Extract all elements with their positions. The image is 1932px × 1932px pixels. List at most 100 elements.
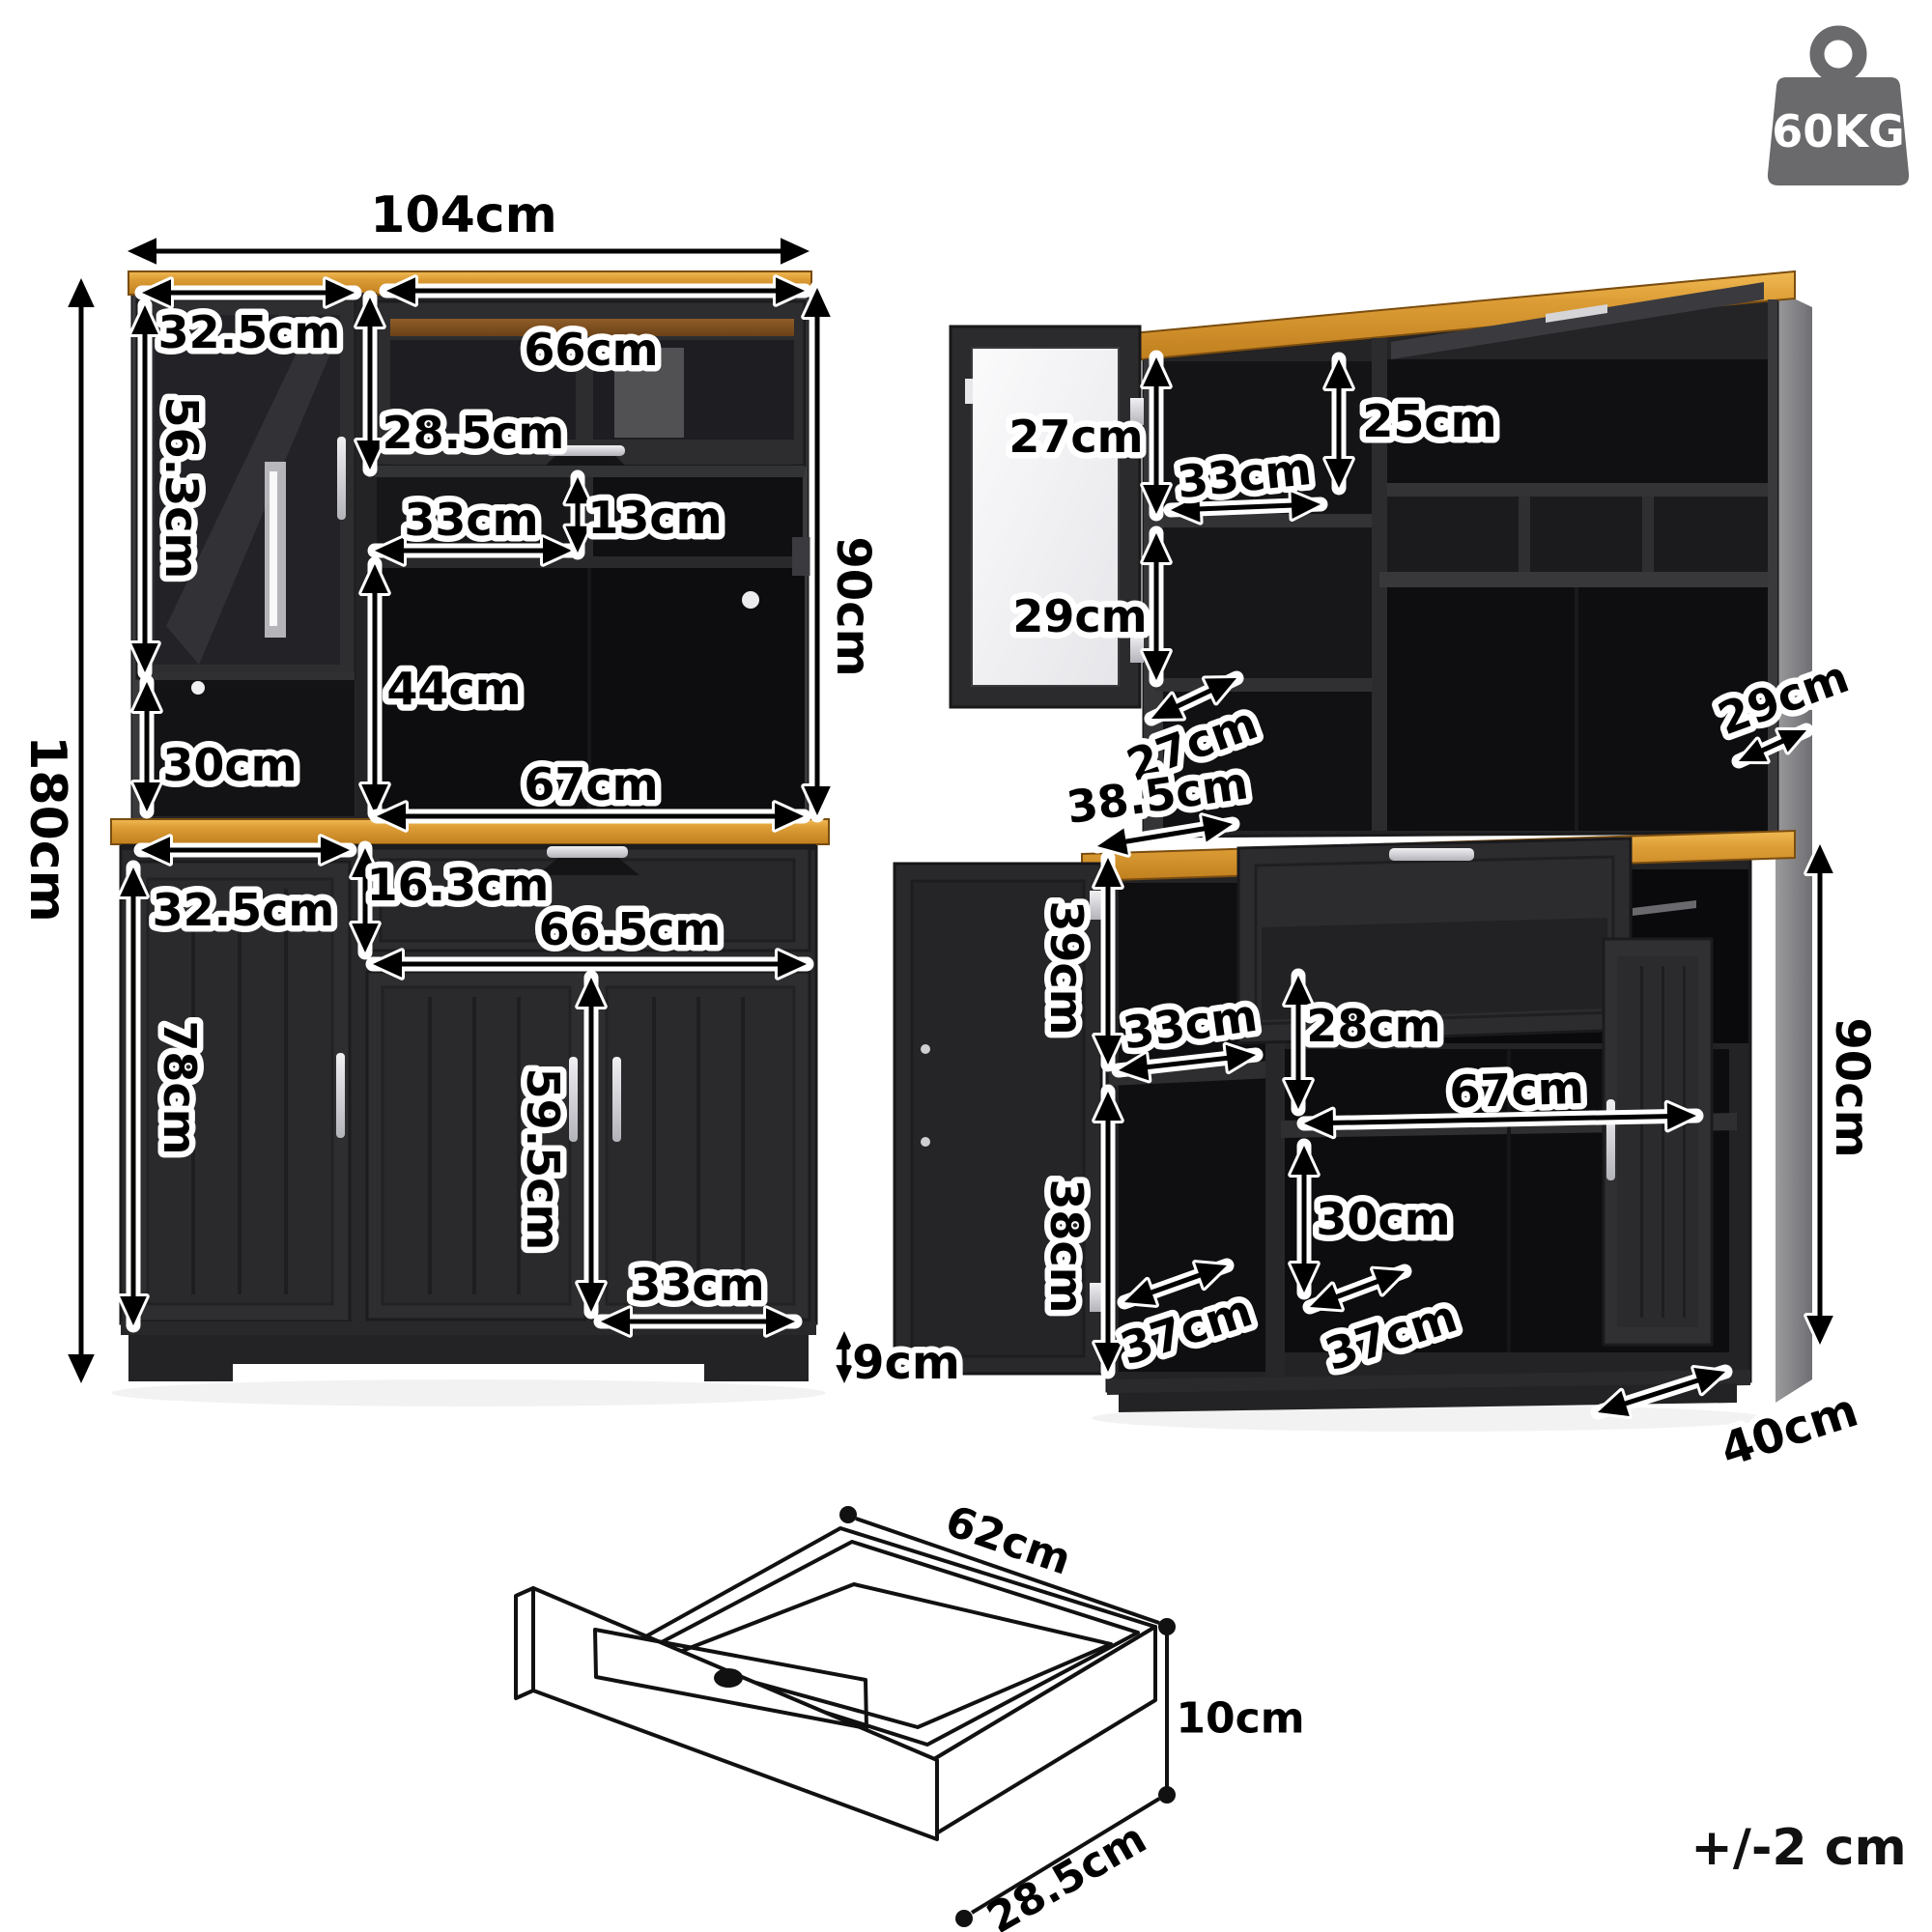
svg-text:66.5cm: 66.5cm — [539, 903, 722, 955]
svg-text:90cm: 90cm — [826, 536, 880, 676]
svg-text:39cm: 39cm — [1040, 900, 1093, 1035]
dimension-annotations: 104cm104cm180cm180cm90cm90cm32.5cm32.5cm… — [12, 181, 1886, 1932]
svg-text:32.5cm: 32.5cm — [153, 884, 335, 936]
hinge — [1090, 891, 1103, 920]
hutch-open-space — [375, 537, 811, 817]
hinge — [1130, 636, 1144, 663]
weight-icon — [1809, 25, 1867, 83]
drawer-front-recess — [593, 1628, 868, 1730]
svg-text:28.5cm: 28.5cm — [383, 407, 565, 459]
open-base-plinth — [1107, 1370, 1750, 1412]
flip-door-handle — [546, 445, 625, 456]
svg-text:78cm: 78cm — [154, 1020, 206, 1154]
svg-text:67cm: 67cm — [524, 758, 658, 810]
svg-text:25cm: 25cm — [1362, 395, 1496, 447]
door-handle — [569, 1057, 578, 1142]
svg-text:180cm: 180cm — [18, 735, 76, 923]
microwave-silhouette — [614, 348, 684, 438]
svg-text:30cm: 30cm — [162, 739, 297, 791]
svg-text:9cm: 9cm — [852, 1336, 960, 1390]
glass-display-door — [135, 298, 357, 680]
svg-text:29cm: 29cm — [1012, 590, 1147, 642]
svg-text:16.3cm: 16.3cm — [367, 859, 550, 911]
door-handle — [612, 1057, 621, 1142]
svg-text:32.5cm: 32.5cm — [153, 884, 335, 936]
door-handle — [337, 437, 346, 520]
svg-text:29cm: 29cm — [1012, 590, 1147, 642]
svg-text:28cm: 28cm — [1306, 1000, 1440, 1052]
svg-text:30cm: 30cm — [1316, 1193, 1450, 1245]
svg-text:9cm: 9cm — [852, 1336, 960, 1390]
front-view-illustration — [110, 270, 830, 1406]
svg-text:25cm: 25cm — [1362, 395, 1496, 447]
drawer-knob — [714, 1668, 743, 1688]
svg-text:28.5cm: 28.5cm — [980, 1814, 1155, 1932]
led-light-dot — [191, 681, 205, 695]
cord-hole — [742, 591, 759, 609]
base-left-door — [128, 860, 352, 1323]
drawer-floor — [663, 1582, 1113, 1729]
svg-text:28cm: 28cm — [1306, 1000, 1440, 1052]
svg-text:39cm: 39cm — [1040, 900, 1093, 1035]
svg-text:27cm: 27cm — [1009, 411, 1143, 463]
weight-icon-body — [1767, 77, 1910, 185]
svg-text:13cm: 13cm — [587, 492, 722, 544]
hinge — [1130, 398, 1144, 425]
dim-drawer-inner-depth: 28.5cm — [955, 1797, 1161, 1932]
door-handle — [336, 1053, 345, 1138]
svg-text:33cm: 33cm — [404, 494, 538, 546]
svg-text:44cm: 44cm — [386, 663, 521, 715]
svg-text:78cm: 78cm — [154, 1020, 206, 1154]
svg-text:38cm: 38cm — [1040, 1179, 1093, 1313]
pull-out-shelf — [1155, 678, 1383, 692]
svg-text:32.5cm: 32.5cm — [158, 306, 341, 358]
svg-text:180cm: 180cm — [18, 735, 76, 923]
weight-capacity-label: 60KG — [1772, 105, 1904, 157]
svg-text:59.5cm: 59.5cm — [517, 1068, 569, 1251]
svg-text:13cm: 13cm — [587, 492, 722, 544]
svg-text:67cm: 67cm — [524, 758, 658, 810]
svg-text:27cm: 27cm — [1009, 411, 1143, 463]
open-glass-door — [949, 325, 1144, 709]
svg-text:30cm: 30cm — [162, 739, 297, 791]
svg-text:33cm: 33cm — [630, 1259, 764, 1311]
svg-text:90cm: 90cm — [826, 536, 880, 676]
svg-text:66.5cm: 66.5cm — [539, 903, 722, 955]
svg-text:90cm: 90cm — [1825, 1017, 1879, 1157]
hinge — [1090, 1283, 1103, 1312]
drawer-front-panel — [531, 1586, 939, 1841]
svg-text:38cm: 38cm — [1040, 1179, 1093, 1313]
svg-text:32.5cm: 32.5cm — [158, 306, 341, 358]
svg-text:16.3cm: 16.3cm — [367, 859, 550, 911]
svg-text:33cm: 33cm — [404, 494, 538, 546]
floor-shadow — [111, 1379, 826, 1406]
svg-text:59.5cm: 59.5cm — [517, 1068, 569, 1251]
opened-flip-door — [1391, 282, 1764, 359]
svg-text:66cm: 66cm — [524, 324, 658, 376]
hinge-block — [792, 537, 811, 576]
drawer-slide — [1633, 900, 1696, 916]
svg-text:90cm: 90cm — [1825, 1017, 1879, 1157]
weight-capacity-badge: 60KG — [1767, 25, 1910, 185]
